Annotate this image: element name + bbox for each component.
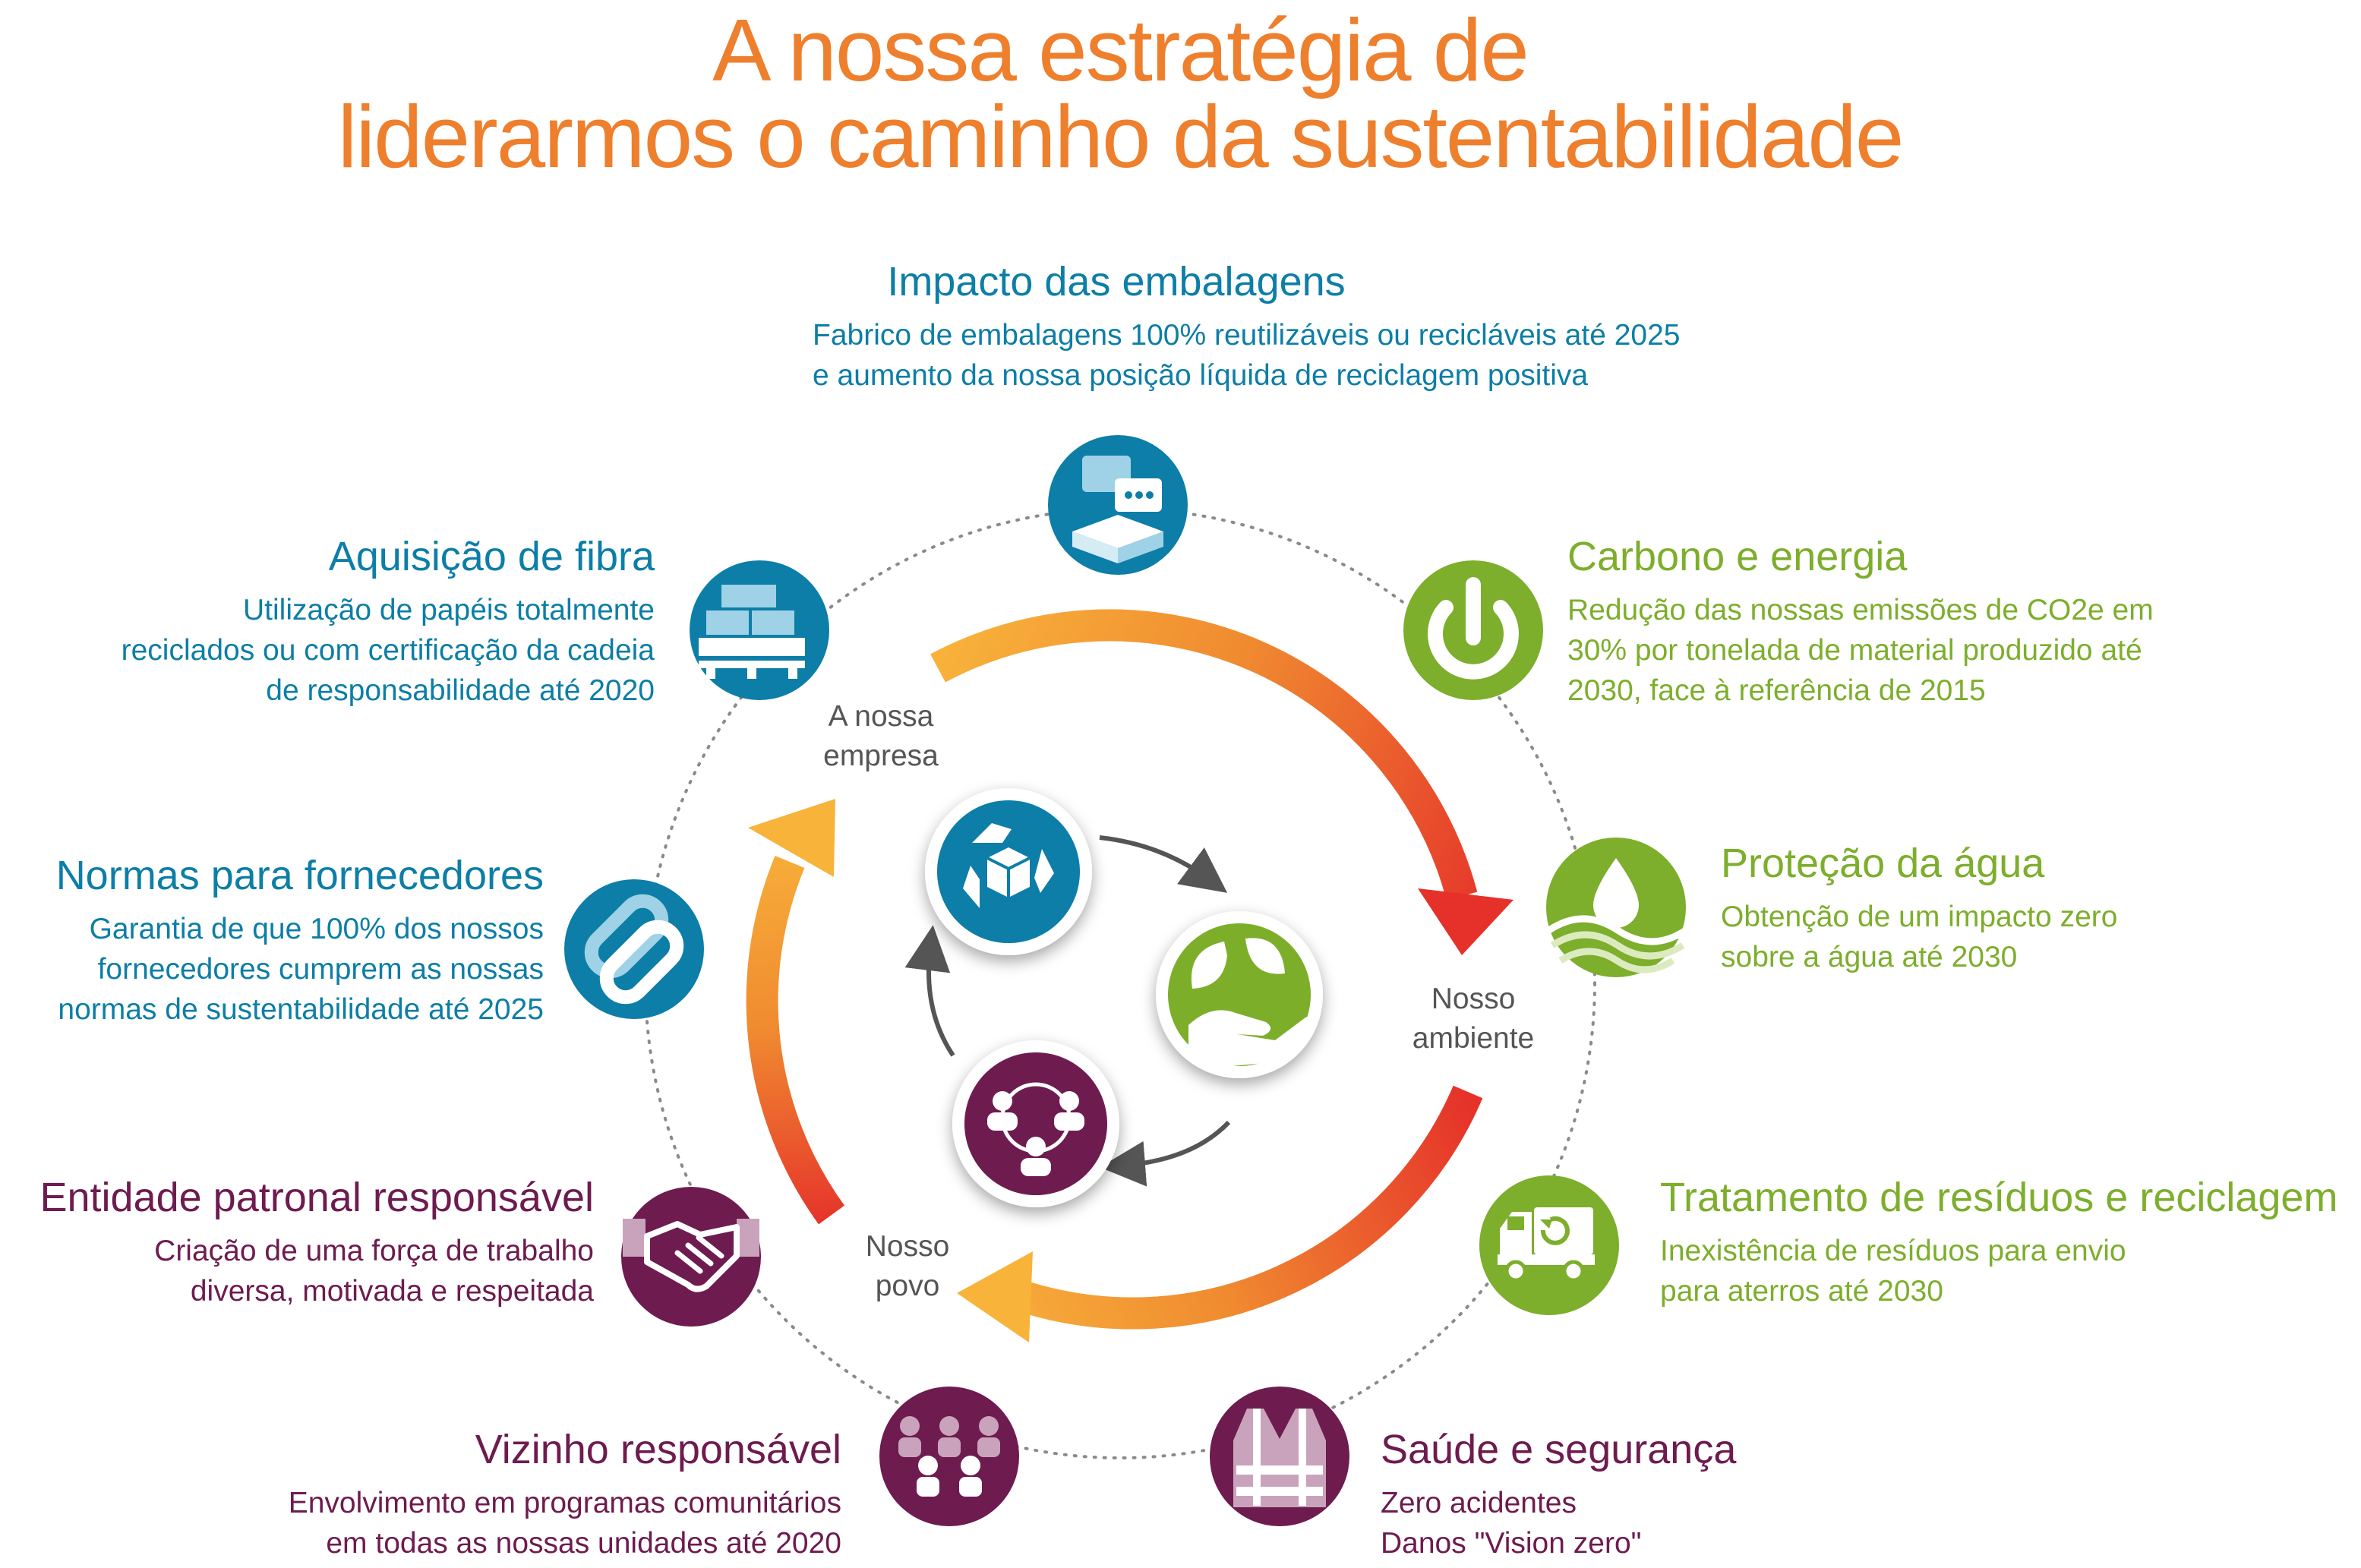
pillar-impacto-embalagens: Impacto das embalagens Fabrico de embala… bbox=[813, 259, 1681, 393]
small-arrow-1 bbox=[1099, 835, 1228, 893]
pillar-vizinho-responsavel: Vizinho responsável Envolvimento em prog… bbox=[228, 1427, 841, 1563]
pillar-title: Entidade patronal responsável bbox=[39, 1175, 594, 1220]
pillar-carbono-energia: Carbono e energia Redução das nossas emi… bbox=[1567, 534, 2236, 711]
pillar-aquisicao-fibra: Aquisição de fibra Utilização de papéis … bbox=[68, 534, 655, 711]
water-drop-icon bbox=[1546, 838, 1688, 977]
pillar-title: Normas para fornecedores bbox=[55, 853, 544, 898]
chain-link-icon bbox=[564, 879, 704, 1019]
arc-arrow-empresa-ambiente bbox=[930, 609, 1514, 955]
ring-label-povo: Nosso povo bbox=[865, 1230, 950, 1302]
pillar-tratamento-residuos: Tratamento de resíduos e reciclagem Inex… bbox=[1660, 1175, 2347, 1311]
title-line-2: liderarmos o caminho da sustentabilidade bbox=[337, 87, 1905, 186]
safety-vest-icon bbox=[1210, 1387, 1349, 1526]
packaging-chat-icon bbox=[1048, 435, 1188, 575]
arc-arrow-ambiente-povo bbox=[957, 1085, 1483, 1342]
pillar-title: Saúde e segurança bbox=[1381, 1427, 1737, 1472]
small-arrow-3 bbox=[904, 925, 955, 1057]
pillar-normas-fornecedores: Normas para fornecedores Garantia de que… bbox=[8, 853, 544, 1030]
people-network-icon bbox=[952, 1040, 1119, 1207]
pillar-title: Carbono e energia bbox=[1567, 534, 1908, 579]
community-group-icon bbox=[879, 1387, 1019, 1526]
recycle-box-icon bbox=[925, 788, 1092, 955]
ring-label-empresa: A nossa empresa bbox=[823, 700, 939, 772]
pillar-title: Proteção da água bbox=[1721, 841, 2045, 886]
pillar-saude-seguranca: Saúde e segurança Zero acidentes Danos "… bbox=[1381, 1427, 1836, 1563]
power-icon bbox=[1403, 560, 1543, 700]
hand-leaf-icon bbox=[1156, 911, 1323, 1078]
pillar-title: Aquisição de fibra bbox=[328, 534, 655, 579]
pillar-entidade-patronal: Entidade patronal responsável Criação de… bbox=[23, 1175, 594, 1311]
pillar-title: Vizinho responsável bbox=[475, 1427, 841, 1472]
pillar-title: Tratamento de resíduos e reciclagem bbox=[1660, 1175, 2338, 1220]
stacked-pallet-icon bbox=[690, 560, 829, 700]
pillar-title: Impacto das embalagens bbox=[887, 259, 1346, 304]
recycling-truck-icon bbox=[1479, 1175, 1619, 1315]
title-line-1: A nossa estratégia de bbox=[712, 1, 1529, 99]
small-arrow-2 bbox=[1100, 1120, 1231, 1187]
ring-label-ambiente: Nosso ambiente bbox=[1412, 983, 1535, 1055]
handshake-icon bbox=[621, 1187, 761, 1327]
arc-arrow-povo-empresa bbox=[746, 799, 845, 1225]
pillar-protecao-agua: Proteção da água Obtenção de um impacto … bbox=[1721, 841, 2192, 977]
